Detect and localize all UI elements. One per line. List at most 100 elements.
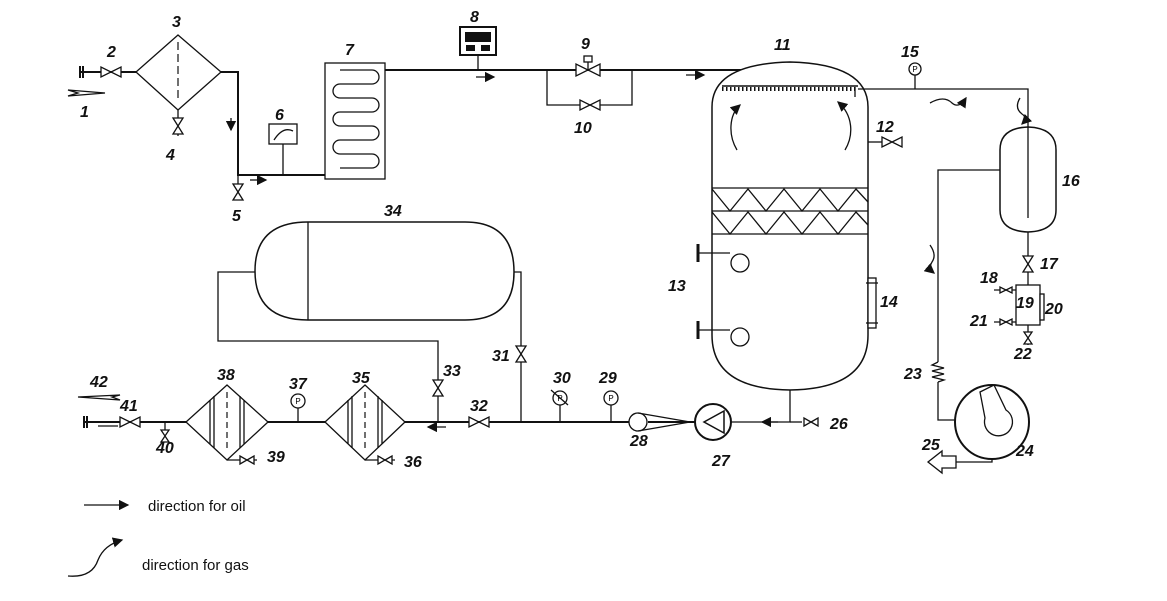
pressure-gauge-29: P xyxy=(603,390,619,422)
label-18: 18 xyxy=(980,270,998,287)
vacuum-tank-11 xyxy=(711,61,869,391)
thermometer-6 xyxy=(268,123,298,175)
label-12: 12 xyxy=(876,119,894,136)
filter-3 xyxy=(135,34,222,111)
label-21: 21 xyxy=(969,313,988,330)
label-23: 23 xyxy=(903,366,922,383)
valve-4[interactable] xyxy=(171,117,185,135)
label-38: 38 xyxy=(217,367,235,384)
label-11: 11 xyxy=(774,37,791,54)
pressure-gauge-15: P xyxy=(908,62,922,76)
label-19: 19 xyxy=(1016,295,1034,312)
label-8: 8 xyxy=(470,9,479,26)
label-25: 25 xyxy=(921,437,941,454)
sight-glass-20 xyxy=(1039,293,1045,321)
bypass-valve-10[interactable] xyxy=(579,98,601,112)
pressure-gauge-37: P xyxy=(290,393,306,422)
label-14: 14 xyxy=(880,294,898,311)
filter-19 xyxy=(1015,284,1041,345)
vacuum-pump-24 xyxy=(954,384,1030,463)
label-4: 4 xyxy=(165,147,175,164)
valve-31[interactable] xyxy=(514,345,528,363)
legend-oil: direction for oil xyxy=(84,498,246,515)
label-28: 28 xyxy=(629,433,648,450)
flowmeter-8 xyxy=(459,26,497,70)
fine-filter-38 xyxy=(185,384,269,461)
label-1: 1 xyxy=(80,104,89,121)
label-7: 7 xyxy=(345,42,355,59)
label-6: 6 xyxy=(275,107,284,124)
label-20: 20 xyxy=(1044,301,1063,318)
label-13: 13 xyxy=(668,278,686,295)
label-9: 9 xyxy=(581,36,590,53)
flow-arrow xyxy=(225,118,268,186)
svg-text:P: P xyxy=(608,394,613,403)
label-29: 29 xyxy=(598,370,617,387)
label-24: 24 xyxy=(1015,443,1034,460)
label-27: 27 xyxy=(711,453,731,470)
label-32: 32 xyxy=(470,398,488,415)
label-22: 22 xyxy=(1013,346,1032,363)
tank-outlet-line xyxy=(730,390,802,428)
svg-text:P: P xyxy=(295,397,300,406)
valve-2[interactable] xyxy=(100,65,122,79)
pressure-gauge-30: P xyxy=(550,389,569,422)
label-37: 37 xyxy=(289,376,308,393)
label-41: 41 xyxy=(119,398,138,415)
label-42: 42 xyxy=(89,374,108,391)
legend-gas: direction for gas xyxy=(67,537,249,577)
flow-arrow xyxy=(476,69,706,83)
label-10: 10 xyxy=(574,120,592,137)
valve-5[interactable] xyxy=(231,183,245,201)
component-labels: 1 2 3 4 5 6 7 8 9 10 11 12 13 14 15 16 1… xyxy=(80,9,1080,471)
label-26: 26 xyxy=(829,416,848,433)
label-31: 31 xyxy=(492,348,510,365)
svg-text:P: P xyxy=(557,394,562,403)
valve-26[interactable] xyxy=(803,416,819,428)
label-5: 5 xyxy=(232,208,242,225)
label-35: 35 xyxy=(352,370,371,387)
oil-pump-27 xyxy=(694,403,732,441)
outlet-arrow-42 xyxy=(77,394,121,401)
control-valve-9[interactable] xyxy=(575,55,601,78)
label-16: 16 xyxy=(1062,173,1080,190)
label-30: 30 xyxy=(553,370,571,387)
valve-22[interactable] xyxy=(1022,331,1034,345)
label-17: 17 xyxy=(1040,256,1059,273)
bellows-23 xyxy=(930,361,947,383)
valve-17[interactable] xyxy=(1021,255,1035,273)
valve-33[interactable] xyxy=(431,379,445,397)
label-34: 34 xyxy=(384,203,402,220)
valve-21[interactable] xyxy=(994,317,1016,327)
label-39: 39 xyxy=(267,449,285,466)
level-sensor-13 xyxy=(696,244,750,347)
valve-32[interactable] xyxy=(468,415,490,429)
inlet-arrow xyxy=(67,89,106,97)
check-valve-28 xyxy=(628,412,695,432)
storage-tank-34 xyxy=(254,221,515,321)
sampling-valve-40[interactable] xyxy=(159,429,171,443)
vacuum-pump-line xyxy=(937,169,1000,421)
flow-arrow xyxy=(98,421,446,433)
tank-34-loop-line xyxy=(217,271,439,422)
exhaust-arrow-25 xyxy=(926,449,957,475)
valve-39[interactable] xyxy=(239,454,255,466)
vent-valve-12[interactable] xyxy=(868,135,903,149)
pipe-filter-to-heater xyxy=(221,71,325,184)
legend-oil-label: direction for oil xyxy=(148,498,246,515)
heater-7 xyxy=(324,62,386,180)
valve-41[interactable] xyxy=(119,415,141,429)
valve-18[interactable] xyxy=(994,285,1016,295)
gas-flow-arrow xyxy=(923,96,1033,274)
svg-text:P: P xyxy=(912,65,917,74)
label-33: 33 xyxy=(443,363,461,380)
label-36: 36 xyxy=(404,454,422,471)
valve-36[interactable] xyxy=(377,454,393,466)
filter-35 xyxy=(324,384,406,461)
label-2: 2 xyxy=(106,44,116,61)
legend-gas-label: direction for gas xyxy=(142,557,249,574)
label-3: 3 xyxy=(172,14,181,31)
label-40: 40 xyxy=(155,440,174,457)
sight-glass-14 xyxy=(866,277,878,329)
